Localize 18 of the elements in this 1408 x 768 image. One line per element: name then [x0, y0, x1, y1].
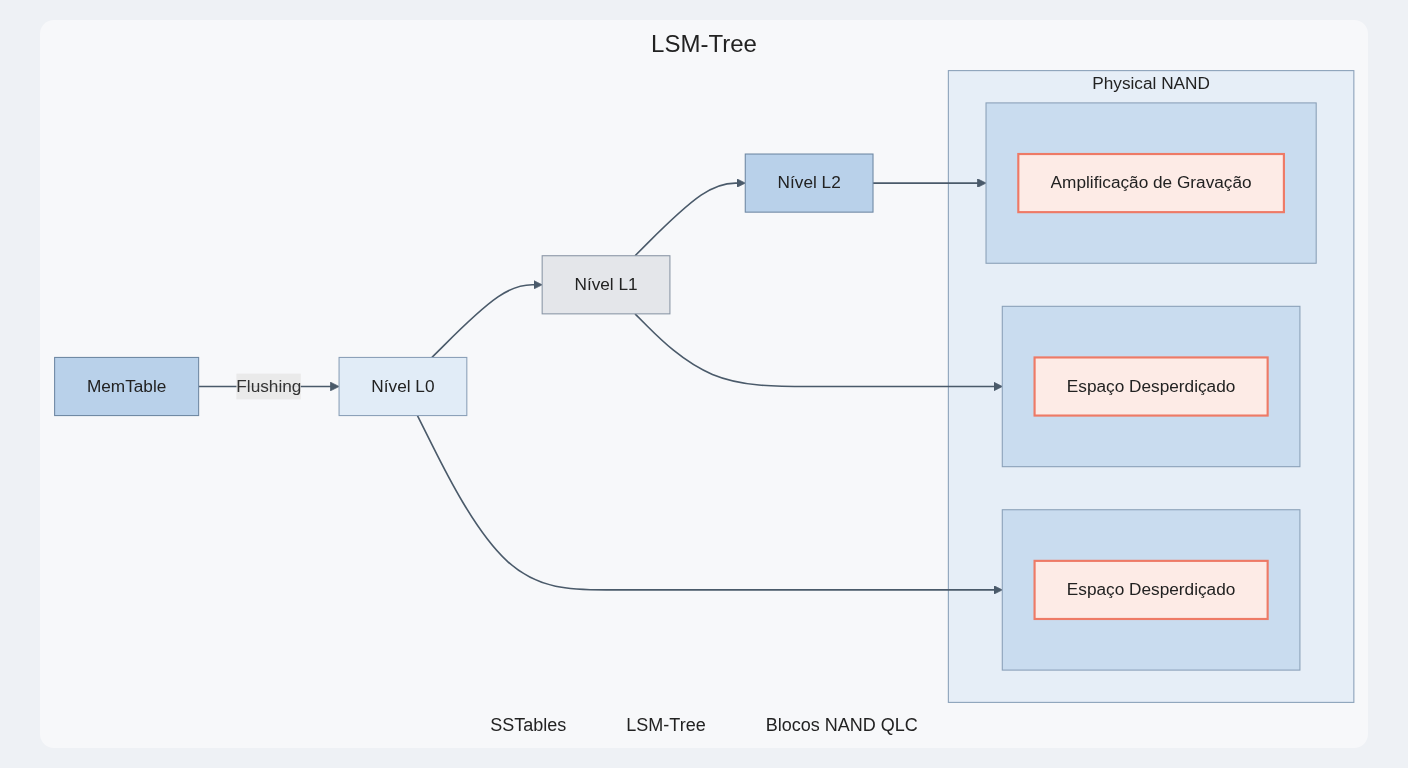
arrow — [634, 178, 746, 257]
cluster — [1001, 305, 1301, 468]
cluster — [1001, 509, 1301, 671]
arrow — [416, 414, 1003, 595]
node-box: Espaço Desperdiçado — [1033, 559, 1269, 621]
note-text: Blocos NAND QLC — [765, 715, 918, 736]
cluster — [985, 102, 1317, 264]
edge-label: Flushing — [236, 376, 302, 396]
note-text: LSM-Tree — [626, 715, 706, 736]
arrow — [634, 313, 1003, 392]
note-text: SSTables — [490, 715, 567, 736]
node-box: Espaço Desperdiçado — [1033, 356, 1269, 417]
diagram-title: LSM-Tree — [651, 30, 757, 58]
node-box: Nível L0 — [338, 356, 468, 417]
node-box: Nível L2 — [744, 153, 874, 213]
node-box: Nível L1 — [541, 255, 671, 315]
node-box: Amplificação de Gravação — [1017, 152, 1285, 214]
node-box: MemTable — [53, 356, 199, 417]
